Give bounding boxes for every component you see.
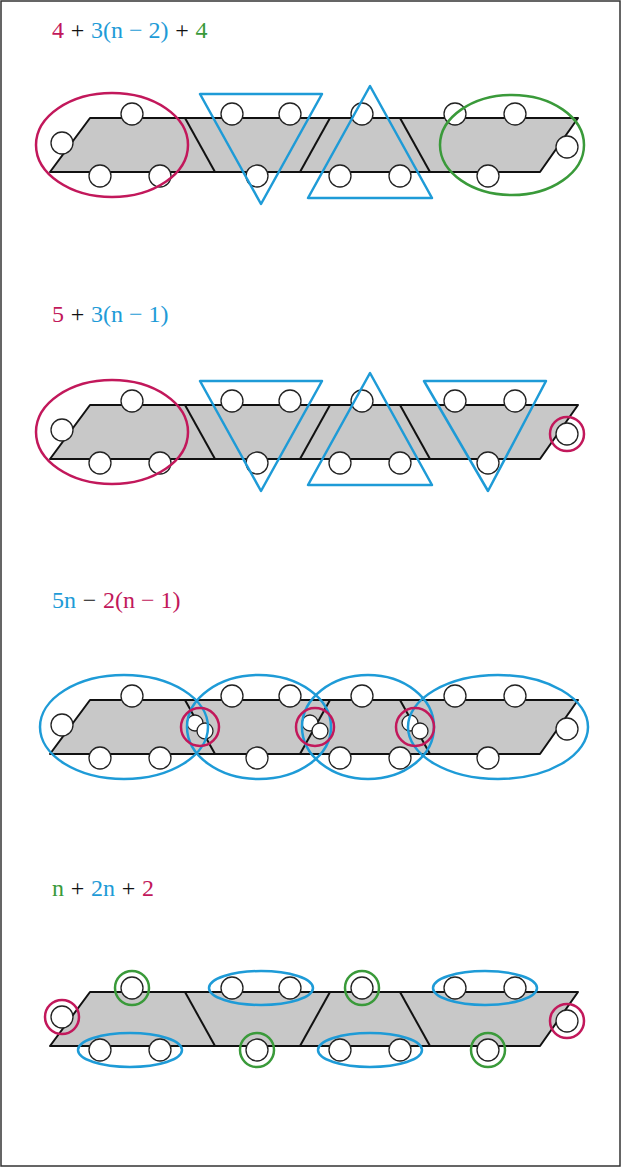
formula-term: + [71,300,85,329]
formula-term: 2n [91,874,115,903]
formula: 4+3(n − 2)+4 [52,16,208,45]
formula-term: 4 [196,16,208,45]
formula-term: 2 [142,874,154,903]
table-strip [36,86,584,204]
formula-term: + [122,874,136,903]
table-strip [36,373,584,491]
formula-term: 2(n − 1) [103,586,181,615]
formula-term: 3(n − 2) [91,16,169,45]
formula-term: + [71,874,85,903]
formula-term: − [83,586,97,615]
formula: 5+3(n − 1) [52,300,169,329]
table-strip [40,675,588,779]
formula: n+2n+2 [52,874,154,903]
formula-term: 5 [52,300,64,329]
formula-term: 3(n − 1) [91,300,169,329]
formula-term: n [52,874,64,903]
formula-term: + [71,16,85,45]
formula-term: 5n [52,586,76,615]
formula-term: + [175,16,189,45]
formula: 5n−2(n − 1) [52,586,181,615]
table-strip [45,971,584,1067]
formula-term: 4 [52,16,64,45]
